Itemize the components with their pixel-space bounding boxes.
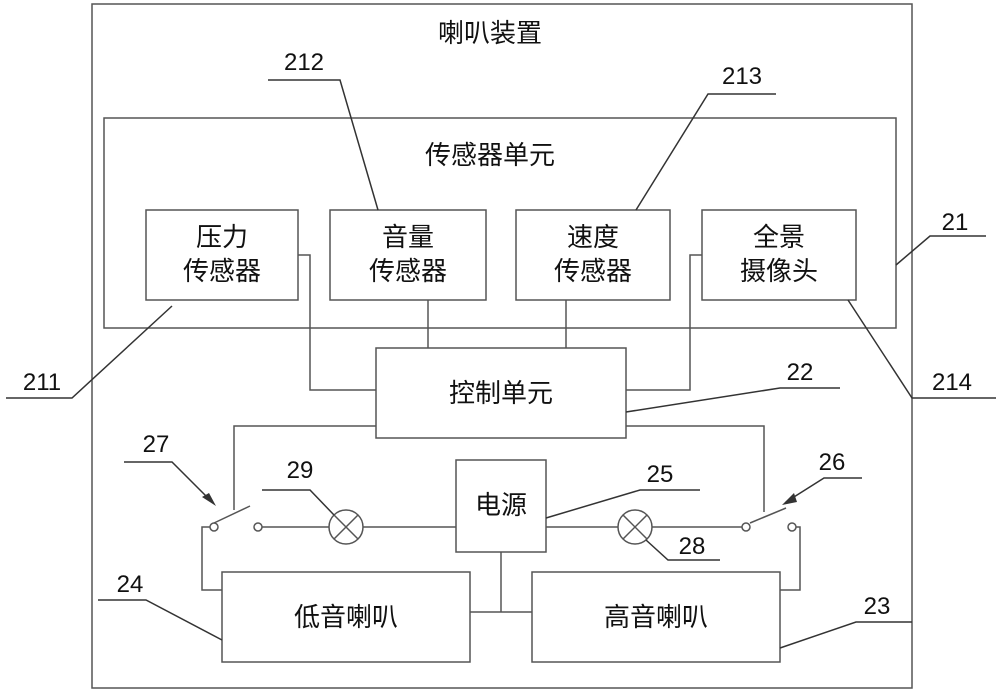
sensor-unit-title: 传感器单元	[425, 141, 555, 171]
ref-212: 212	[284, 49, 324, 76]
leader-23	[779, 621, 912, 649]
ref-211: 211	[23, 369, 61, 396]
ref-214: 214	[932, 369, 972, 396]
control-unit-label: 控制单元	[449, 379, 553, 409]
wire-control-to-right-switch	[626, 425, 765, 512]
lamp-29-cross-b	[333, 514, 359, 540]
arrowhead-26	[782, 493, 797, 505]
left-switch-blade	[213, 505, 251, 524]
pressure-sensor-box	[145, 209, 299, 301]
ref-27: 27	[143, 431, 170, 458]
ref-213: 213	[722, 63, 762, 90]
wire-camera-to-control	[626, 254, 702, 391]
ref-23: 23	[864, 593, 891, 620]
pressure-sensor-label-2: 传感器	[183, 257, 261, 287]
low-speaker-box	[221, 571, 471, 663]
leader-211	[6, 305, 173, 399]
lamp-28-cross-b	[622, 514, 648, 540]
high-speaker-label: 高音喇叭	[604, 603, 708, 633]
control-unit-box	[375, 347, 627, 439]
leader-212	[268, 79, 379, 211]
leader-213	[635, 93, 776, 211]
device-boundary	[91, 3, 913, 689]
leader-214	[847, 299, 996, 399]
leader-24	[98, 599, 223, 641]
ref-22: 22	[787, 359, 814, 386]
power-supply-label: 电源	[475, 491, 527, 521]
pressure-sensor-label-1: 压力	[196, 223, 248, 253]
speed-sensor-label-1: 速度	[567, 223, 619, 253]
speed-sensor-box	[515, 209, 671, 301]
leader-28	[645, 539, 720, 561]
ref-26: 26	[819, 449, 846, 476]
leader-21	[895, 235, 986, 266]
ref-25: 25	[647, 461, 674, 488]
arrowhead-27	[202, 493, 216, 506]
leader-22	[625, 387, 840, 413]
leader-25	[545, 489, 700, 519]
speed-sensor-label-2: 传感器	[554, 257, 632, 287]
leader-27	[124, 461, 213, 503]
ref-21: 21	[942, 209, 969, 236]
ref-28: 28	[679, 533, 706, 560]
panoramic-camera-label-2: 摄像头	[740, 257, 818, 287]
leader-29	[262, 489, 335, 516]
volume-sensor-label-1: 音量	[382, 223, 434, 253]
ref-24: 24	[117, 571, 144, 598]
volume-sensor-box	[329, 209, 487, 301]
panoramic-camera-label-1: 全景	[753, 223, 805, 253]
right-switch-contact-a	[741, 522, 751, 532]
ref-29: 29	[287, 457, 314, 484]
leader-26	[785, 477, 862, 503]
right-switch-blade	[749, 507, 787, 524]
low-speaker-label: 低音喇叭	[294, 603, 398, 633]
wire-control-to-left-switch	[233, 425, 376, 510]
high-speaker-box	[531, 571, 781, 663]
power-supply-box	[455, 459, 547, 553]
wire-pressure-to-control	[298, 254, 376, 391]
wire-right-switch-to-high-speaker	[780, 526, 801, 591]
panoramic-camera-box	[701, 209, 857, 301]
device-title: 喇叭装置	[438, 19, 542, 49]
wire-left-switch-to-low-speaker	[201, 526, 222, 591]
volume-sensor-label-2: 传感器	[369, 257, 447, 287]
